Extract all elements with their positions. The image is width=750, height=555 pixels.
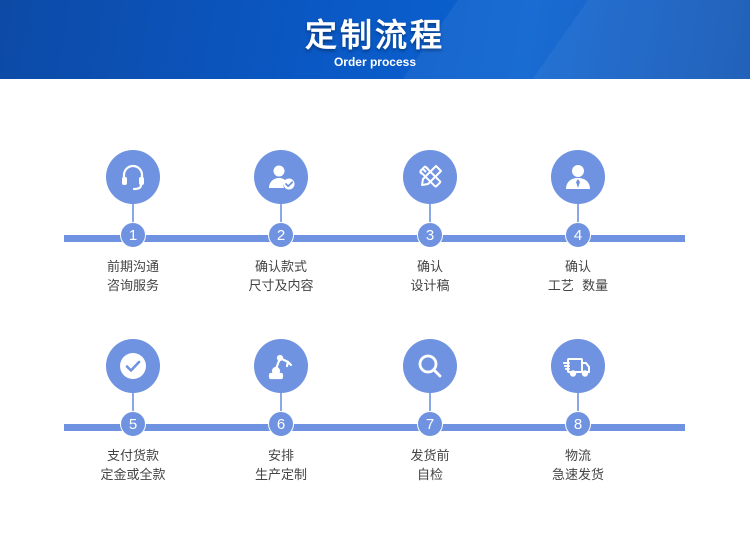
page-title: 定制流程 xyxy=(304,16,445,54)
step-label-line2: 尺寸及内容 xyxy=(248,279,314,294)
step-label-line1: 发货前 xyxy=(410,449,450,464)
step-label: 前期沟通 咨询服务 xyxy=(58,258,208,296)
step-number: 3 xyxy=(417,222,443,248)
step-connector xyxy=(132,204,134,226)
step-number: 6 xyxy=(268,411,294,437)
step-connector xyxy=(577,204,579,226)
step-connector xyxy=(132,393,134,415)
step-label: 物流 急速发货 xyxy=(503,447,653,485)
robot-arm-icon xyxy=(254,339,308,393)
step-connector xyxy=(429,204,431,226)
step-label-line1: 物流 xyxy=(564,449,591,464)
step-label: 确认款式 尺寸及内容 xyxy=(206,258,356,296)
person-icon xyxy=(551,150,605,204)
timeline-bar xyxy=(64,235,685,242)
check-circle-icon xyxy=(106,339,160,393)
step-label-line1: 确认 xyxy=(416,260,443,275)
magnifier-icon xyxy=(403,339,457,393)
step-number: 8 xyxy=(565,411,591,437)
pencil-ruler-icon xyxy=(403,150,457,204)
step-connector xyxy=(280,204,282,226)
page-subtitle: Order process xyxy=(333,55,417,69)
step-label: 发货前 自检 xyxy=(355,447,505,485)
step-label: 确认 工艺 数量 xyxy=(503,258,653,296)
step-label-line2: 定金或全款 xyxy=(100,468,166,483)
timeline-bar xyxy=(64,424,685,431)
step-number: 4 xyxy=(565,222,591,248)
step-label-line1: 安排 xyxy=(267,449,294,464)
step-label-line2: 设计稿 xyxy=(410,279,450,294)
step-label-line2: 工艺 数量 xyxy=(547,279,609,294)
step-number: 1 xyxy=(120,222,146,248)
step-label-line1: 确认款式 xyxy=(254,260,307,275)
step-label-line2: 急速发货 xyxy=(551,468,604,483)
step-label-line2: 咨询服务 xyxy=(106,279,159,294)
header-banner: 定制流程 Order process xyxy=(0,0,750,79)
step-connector xyxy=(280,393,282,415)
delivery-truck-icon xyxy=(551,339,605,393)
step-label: 安排 生产定制 xyxy=(206,447,356,485)
step-label: 支付货款 定金或全款 xyxy=(58,447,208,485)
step-label-line2: 生产定制 xyxy=(254,468,307,483)
step-label-line2: 自检 xyxy=(416,468,443,483)
step-connector xyxy=(577,393,579,415)
step-connector xyxy=(429,393,431,415)
step-label-line1: 确认 xyxy=(564,260,591,275)
step-label-line1: 前期沟通 xyxy=(106,260,159,275)
step-label: 确认 设计稿 xyxy=(355,258,505,296)
step-number: 7 xyxy=(417,411,443,437)
step-label-line1: 支付货款 xyxy=(106,449,159,464)
headset-icon xyxy=(106,150,160,204)
step-number: 2 xyxy=(268,222,294,248)
step-number: 5 xyxy=(120,411,146,437)
user-check-icon xyxy=(254,150,308,204)
